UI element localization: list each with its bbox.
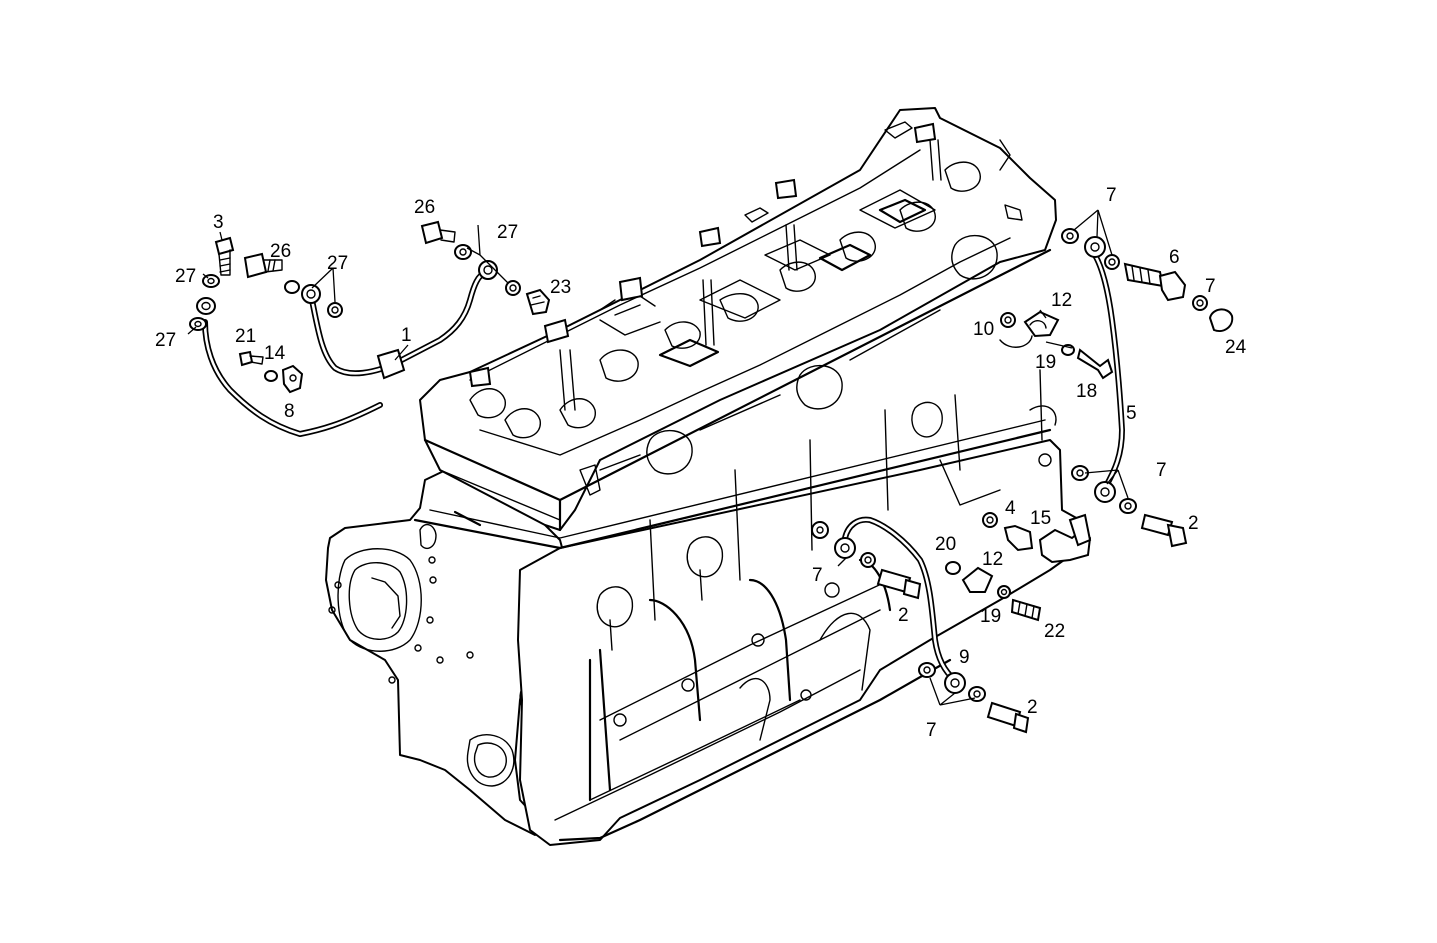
callout-19-upper: 19 [1035, 352, 1056, 373]
engine-block [325, 107, 1086, 846]
right-fittings [811, 228, 1234, 734]
leader-lines [187, 209, 1129, 706]
callout-9: 9 [959, 647, 970, 668]
callout-2-right: 2 [1188, 513, 1199, 534]
callout-20: 20 [935, 534, 956, 555]
oil-pipes [202, 249, 1125, 683]
callout-14: 14 [264, 343, 286, 364]
callout-10: 10 [973, 319, 994, 340]
callout-7-right: 7 [1205, 276, 1216, 297]
callout-24: 24 [1225, 337, 1247, 358]
callout-26-upper: 26 [414, 197, 435, 218]
callout-19-lower: 19 [980, 606, 1001, 627]
callout-27-middle: 27 [327, 253, 348, 274]
callout-26-left: 26 [270, 241, 291, 262]
callout-1: 1 [401, 325, 412, 346]
callout-8: 8 [284, 401, 295, 422]
callout-2-middle: 2 [898, 605, 909, 626]
callout-4: 4 [1005, 498, 1016, 519]
left-fittings [189, 220, 551, 394]
callout-5: 5 [1126, 403, 1137, 424]
callout-7-middle: 7 [812, 565, 823, 586]
callout-27-upper: 27 [497, 222, 518, 243]
callout-21: 21 [235, 326, 256, 347]
callout-2-lower: 2 [1027, 697, 1038, 718]
callout-12-upper: 12 [1051, 290, 1072, 311]
callout-6: 6 [1169, 247, 1180, 268]
callout-12-lower: 12 [982, 549, 1003, 570]
callout-27-left-lower: 27 [155, 330, 176, 351]
callout-7-bottom: 7 [926, 720, 937, 741]
callout-22: 22 [1044, 621, 1065, 642]
callout-18: 18 [1076, 381, 1097, 402]
callout-labels: 1 2 2 2 3 4 5 6 7 7 7 7 7 8 9 10 12 12 1… [155, 185, 1247, 741]
callout-7-top-right: 7 [1106, 185, 1117, 206]
callout-15: 15 [1030, 508, 1051, 529]
callout-3: 3 [213, 212, 224, 233]
callout-27-left-upper: 27 [175, 266, 196, 287]
callout-23: 23 [550, 277, 571, 298]
callout-7-lower-right: 7 [1156, 460, 1167, 481]
